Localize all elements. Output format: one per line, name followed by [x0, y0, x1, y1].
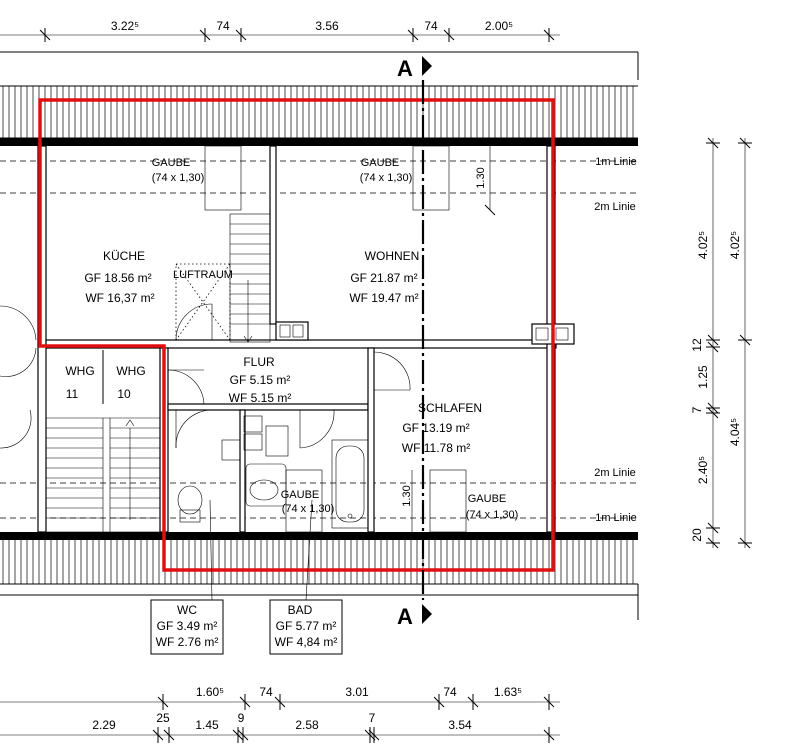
bath-fixtures — [177, 415, 369, 529]
bottom-dimension-chain-2: 2.29 25 1.45 9 2.58 7 3.54 — [0, 711, 560, 743]
walls — [37, 145, 575, 533]
dim-bottom2-3: 1.45 — [195, 718, 219, 732]
dim-top-3: 3.56 — [315, 19, 339, 33]
gaube-size-2: (74 x 1,30) — [360, 172, 413, 184]
whg-number-10: 10 — [117, 387, 131, 401]
room-wf-wc: WF 2.76 m² — [156, 635, 219, 649]
dim-bottom1-4: 74 — [443, 685, 457, 699]
linie-1m-top: 1m Linie — [595, 156, 637, 168]
bad-label-box: BAD GF 5.77 m² WF 4,84 m² — [269, 599, 343, 655]
dim-right-inner-5: 2.40⁵ — [696, 456, 710, 484]
dim-bottom2-4: 9 — [238, 711, 245, 725]
dim-bottom2-6: 7 — [369, 711, 376, 725]
room-name-kueche: KÜCHE — [103, 249, 145, 263]
gaube-depth-1: 1.30 — [475, 167, 487, 188]
gaube-depth-2: 1.30 — [401, 485, 413, 506]
dim-right-inner-6: 20 — [690, 528, 704, 542]
room-name-wc: WC — [177, 603, 197, 617]
stairwell — [45, 347, 161, 533]
section-label-bottom: A — [397, 604, 413, 629]
dim-bottom2-7: 3.54 — [448, 718, 472, 732]
dim-right-outer-1: 4.02⁵ — [728, 231, 742, 259]
gaube-label-3: GAUBE — [281, 489, 320, 501]
room-wf-bad: WF 4,84 m² — [275, 635, 338, 649]
linie-2m-bottom: 2m Linie — [594, 467, 636, 479]
dim-top-5: 2.00⁵ — [485, 19, 513, 33]
luftraum-label: LUFTRAUM — [173, 269, 233, 281]
rafter-band-top — [0, 86, 638, 138]
room-name-bad: BAD — [288, 603, 313, 617]
section-line-a: A A — [397, 56, 432, 629]
room-gf-flur: GF 5.15 m² — [230, 373, 291, 387]
dim-top-1: 3.22⁵ — [111, 19, 139, 33]
dim-bottom1-2: 74 — [259, 685, 273, 699]
whg-label-left: WHG — [65, 364, 94, 378]
room-wohnen: WOHNEN GF 21.87 m² WF 19.47 m² — [349, 249, 419, 305]
room-gf-schlafen: GF 13.19 m² — [402, 421, 469, 435]
dim-right-inner-3: 1.25 — [696, 365, 710, 389]
dim-bottom1-5: 1.63⁵ — [494, 685, 522, 699]
room-gf-kueche: GF 18.56 m² — [84, 271, 151, 285]
whg-number-11: 11 — [66, 387, 79, 401]
whg-label-right: WHG — [116, 364, 145, 378]
room-gf-bad: GF 5.77 m² — [276, 619, 337, 633]
dim-right-inner-4: 7 — [690, 406, 704, 413]
room-name-wohnen: WOHNEN — [365, 249, 420, 263]
room-gf-wohnen: GF 21.87 m² — [350, 271, 417, 285]
room-flur: FLUR GF 5.15 m² WF 5.15 m² — [229, 355, 292, 405]
section-label-top: A — [397, 56, 413, 81]
dim-top-4: 74 — [424, 19, 438, 33]
doors — [0, 303, 411, 449]
gaube-label-4: GAUBE — [468, 493, 507, 505]
stair-upper — [175, 213, 271, 343]
rafter-band-bottom — [0, 532, 638, 584]
gaube-size-1: (74 x 1,30) — [152, 172, 205, 184]
dim-right-inner-2: 12 — [690, 338, 704, 352]
bottom-dimension-chain-1: 1.60⁵ 74 3.01 74 1.63⁵ — [0, 685, 560, 710]
top-dimension-chain: 3.22⁵ 74 3.56 74 2.00⁵ — [0, 19, 560, 42]
gaube-size-4: (74 x 1,30) — [466, 509, 519, 521]
room-wf-schlafen: WF 11.78 m² — [402, 441, 470, 455]
room-wf-kueche: WF 16,37 m² — [85, 291, 154, 305]
right-dimension-outer: 4.02⁵ 4.04⁵ — [728, 137, 752, 549]
dim-bottom2-5: 2.58 — [295, 718, 319, 732]
room-gf-wc: GF 3.49 m² — [157, 619, 218, 633]
right-dimension-inner: 4.02⁵ 12 1.25 7 2.40⁵ 20 — [690, 137, 720, 549]
room-kueche: KÜCHE GF 18.56 m² WF 16,37 m² — [84, 249, 154, 305]
apartment-boundary — [38, 98, 555, 572]
wc-label-box: WC GF 3.49 m² WF 2.76 m² — [150, 599, 224, 655]
room-wf-flur: WF 5.15 m² — [229, 391, 292, 405]
dim-bottom1-3: 3.01 — [345, 685, 369, 699]
room-name-schlafen: SCHLAFEN — [418, 401, 482, 415]
dim-bottom2-1: 2.29 — [92, 718, 116, 732]
room-name-flur: FLUR — [243, 355, 275, 369]
gaube-label-2: GAUBE — [361, 157, 400, 169]
gaube-label-1: GAUBE — [152, 157, 191, 169]
dim-right-inner-1: 4.02⁵ — [696, 231, 710, 259]
room-schlafen: SCHLAFEN GF 13.19 m² WF 11.78 m² — [402, 401, 482, 455]
dim-right-outer-2: 4.04⁵ — [728, 418, 742, 446]
linie-2m-top: 2m Linie — [594, 201, 636, 213]
dim-bottom2-2: 25 — [156, 711, 170, 725]
gaube-size-3: (74 x 1,30) — [282, 503, 335, 515]
dim-bottom1-1: 1.60⁵ — [196, 685, 224, 699]
dim-top-2: 74 — [216, 19, 230, 33]
room-wf-wohnen: WF 19.47 m² — [349, 291, 418, 305]
linie-1m-bottom: 1m Linie — [595, 512, 637, 524]
